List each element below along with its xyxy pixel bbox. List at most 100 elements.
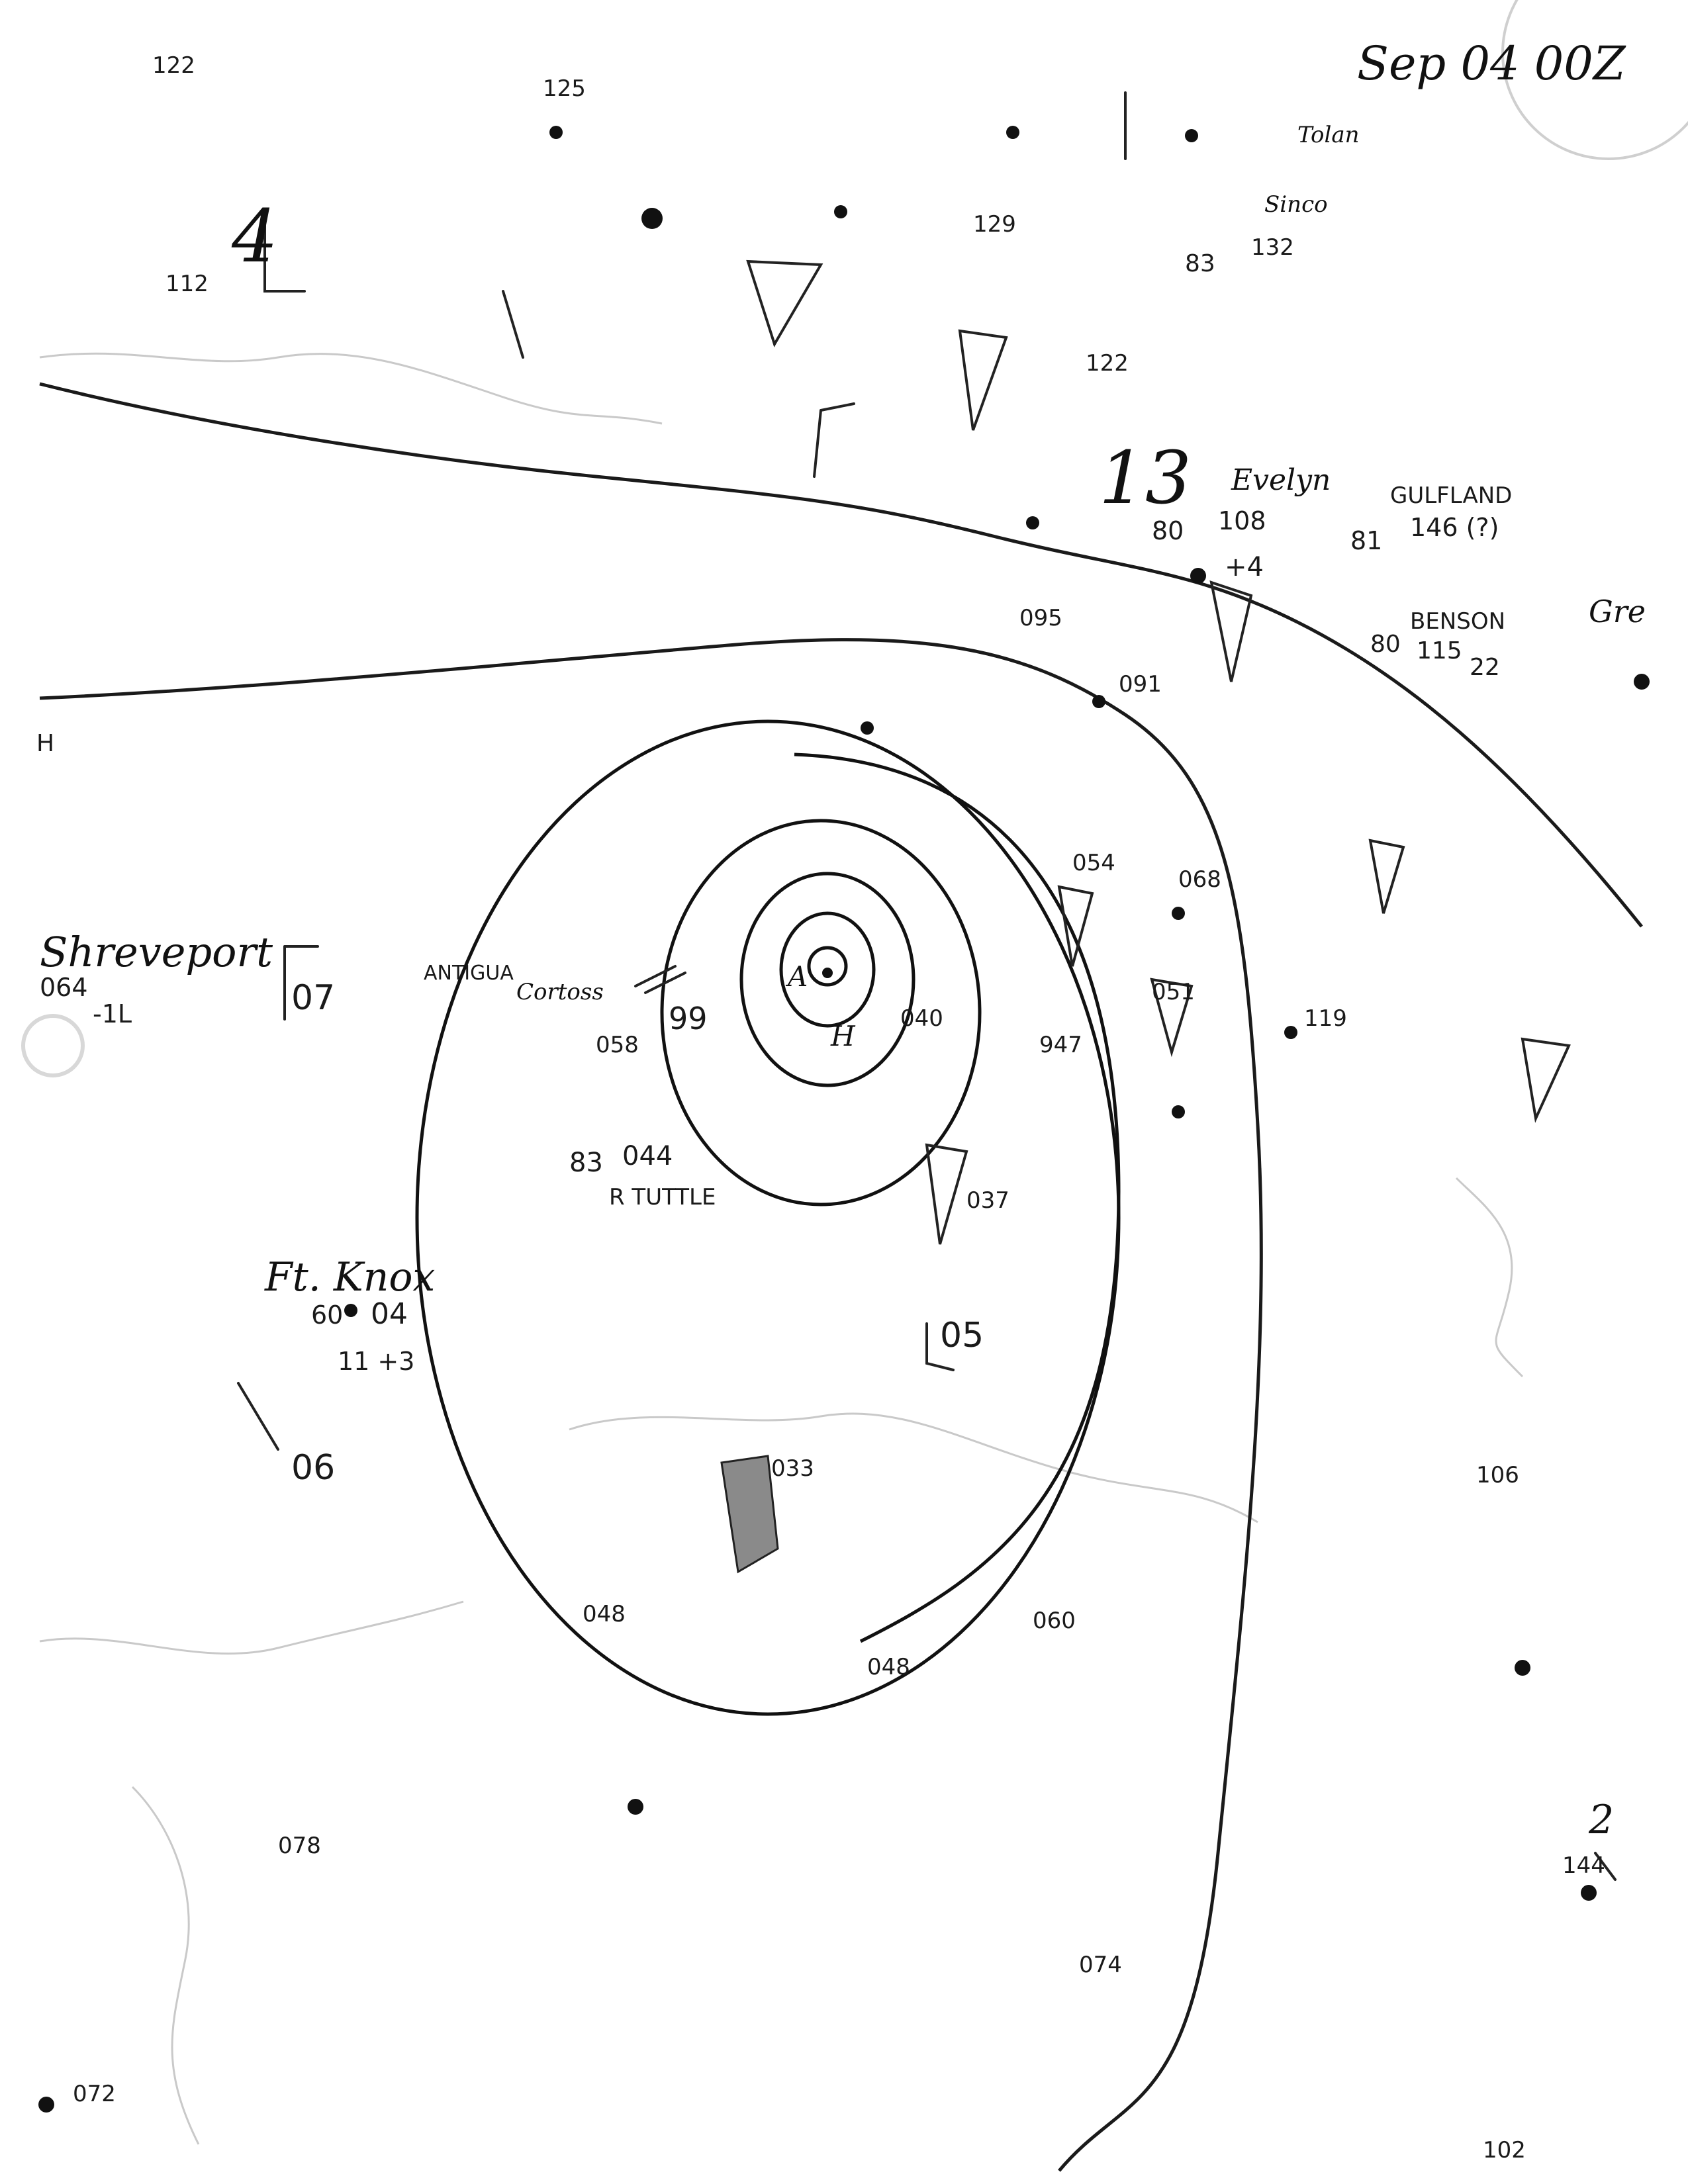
wind-barb — [502, 290, 524, 359]
label-gulfland-press: 146 (?) — [1410, 513, 1499, 542]
front-middle-line — [39, 638, 1263, 2172]
label-tolan: Tolan — [1297, 122, 1360, 148]
label-gulfland: GULFLAND — [1390, 482, 1512, 509]
pennant-5 — [1368, 839, 1405, 914]
wind-barb — [263, 217, 306, 293]
label-obs-074: 074 — [1079, 1952, 1122, 1978]
label-benson-press: 115 — [1417, 637, 1462, 664]
wind-barb — [1594, 1852, 1617, 1881]
pennant-3 — [1209, 580, 1253, 682]
wind-barb — [283, 945, 319, 1021]
label-obs-102: 102 — [1483, 2137, 1526, 2163]
label-num-13: 13 — [1099, 435, 1192, 520]
pennant-7 — [925, 1143, 968, 1245]
pennant-6 — [1521, 1037, 1571, 1123]
label-ft-knox-temp: 60 — [311, 1300, 343, 1330]
label-obs-091: 091 — [1119, 671, 1162, 698]
wind-barb — [925, 1322, 955, 1371]
station-circle-left — [21, 1014, 85, 1077]
isobar-second-ellipse — [794, 752, 1121, 1643]
coastlines — [21, 0, 1688, 2145]
map-valid-time: Sep 04 00Z — [1357, 36, 1626, 91]
label-obs-040: 040 — [900, 1005, 943, 1032]
station-dot — [1172, 907, 1185, 920]
label-ft-knox: Ft. Knox — [264, 1254, 435, 1300]
label-obs-033: 033 — [771, 1455, 814, 1482]
pennant-4 — [1057, 885, 1094, 967]
station-dot — [861, 721, 874, 735]
isobar-ring-1 — [779, 911, 876, 1028]
shaded-cell — [720, 1455, 779, 1574]
isobar-ring-3 — [660, 819, 982, 1206]
label-ft-knox-obs: 04 — [371, 1297, 408, 1331]
station-dot — [1581, 1885, 1597, 1901]
label-obs-048a: 048 — [583, 1601, 626, 1627]
stations — [38, 91, 1650, 2113]
label-sinco-temp: 83 — [1185, 250, 1215, 277]
station-dot — [641, 208, 663, 229]
coastline-island-east — [1455, 1177, 1524, 1378]
coastline-southwest — [131, 1786, 200, 2145]
label-sinco-press: 132 — [1251, 234, 1294, 261]
label-obs-060: 060 — [1033, 1608, 1076, 1634]
label-obs-068: 068 — [1178, 866, 1221, 893]
station-dot — [1026, 516, 1039, 529]
station-dot — [1515, 1660, 1530, 1676]
label-center-h: H — [830, 1020, 856, 1052]
label-benson-temp: 80 — [1370, 631, 1401, 658]
label-r-tuttle-temp: 83 — [569, 1148, 603, 1178]
label-obs-095: 095 — [1019, 605, 1062, 631]
hurricane-center-dot — [822, 968, 833, 978]
label-shreveport: Shreveport — [40, 928, 273, 976]
label-obs-058: 058 — [596, 1032, 639, 1058]
label-obs-051: 051 — [1152, 979, 1195, 1005]
coastline-south — [39, 1600, 464, 1655]
station-dot — [1284, 1026, 1297, 1039]
label-evelyn-temp: 80 — [1152, 516, 1184, 545]
label-r-tuttle-obs: 044 — [622, 1141, 673, 1171]
station-dot — [1190, 568, 1206, 584]
label-obs-947: 947 — [1039, 1032, 1082, 1058]
coastline-gulf — [39, 352, 663, 425]
label-obs-112: 112 — [165, 271, 209, 297]
label-gulfland-temp: 81 — [1350, 526, 1382, 555]
partial-circle-top-right — [1501, 0, 1688, 160]
label-obs-129: 129 — [973, 211, 1016, 238]
label-shreveport-obs: 064 — [40, 973, 88, 1002]
frontal-lines — [39, 382, 1643, 2172]
wind-barb — [813, 402, 855, 478]
label-evelyn-press: 108 — [1218, 506, 1266, 535]
station-labels: Shreveport 064 -1L 07 ANTIGUA Cortoss Ft… — [36, 52, 1646, 2163]
coastline-caribbean — [569, 1412, 1258, 1524]
label-sinco: Sinco — [1264, 191, 1328, 218]
label-gre: Gre — [1589, 594, 1646, 629]
label-obs-122b: 122 — [1086, 350, 1129, 377]
label-ft-knox-tend: 11 +3 — [338, 1347, 414, 1376]
station-dot — [1172, 1105, 1185, 1118]
label-obs-99: 99 — [669, 1001, 708, 1036]
station-dot — [1092, 695, 1105, 708]
label-shreveport-tend: -1L — [93, 999, 132, 1028]
label-obs-106: 106 — [1476, 1462, 1519, 1488]
isobar-outer — [415, 719, 1121, 1716]
label-center-a: A — [785, 960, 808, 993]
pennant-1 — [746, 259, 823, 347]
station-dot — [344, 1304, 357, 1317]
label-evelyn: Evelyn — [1231, 463, 1331, 497]
station-dot — [549, 126, 563, 139]
label-antigua-sub: Cortoss — [516, 979, 604, 1005]
isobars — [415, 719, 1121, 1716]
label-evelyn-tend: +4 — [1225, 552, 1264, 582]
label-obs-125: 125 — [543, 75, 586, 102]
label-pressure-06: 06 — [291, 1448, 335, 1488]
label-obs-072: 072 — [73, 2081, 116, 2107]
label-obs-048b: 048 — [867, 1654, 910, 1680]
label-antigua: ANTIGUA — [424, 962, 514, 985]
label-h-left: H — [36, 730, 54, 757]
isobar-center-ring — [807, 946, 848, 987]
pennant-8 — [1150, 978, 1194, 1058]
wind-barb — [634, 965, 686, 994]
label-obs-037: 037 — [966, 1187, 1009, 1214]
label-benson-tend: 22 — [1470, 654, 1500, 681]
station-dot — [38, 2097, 54, 2113]
